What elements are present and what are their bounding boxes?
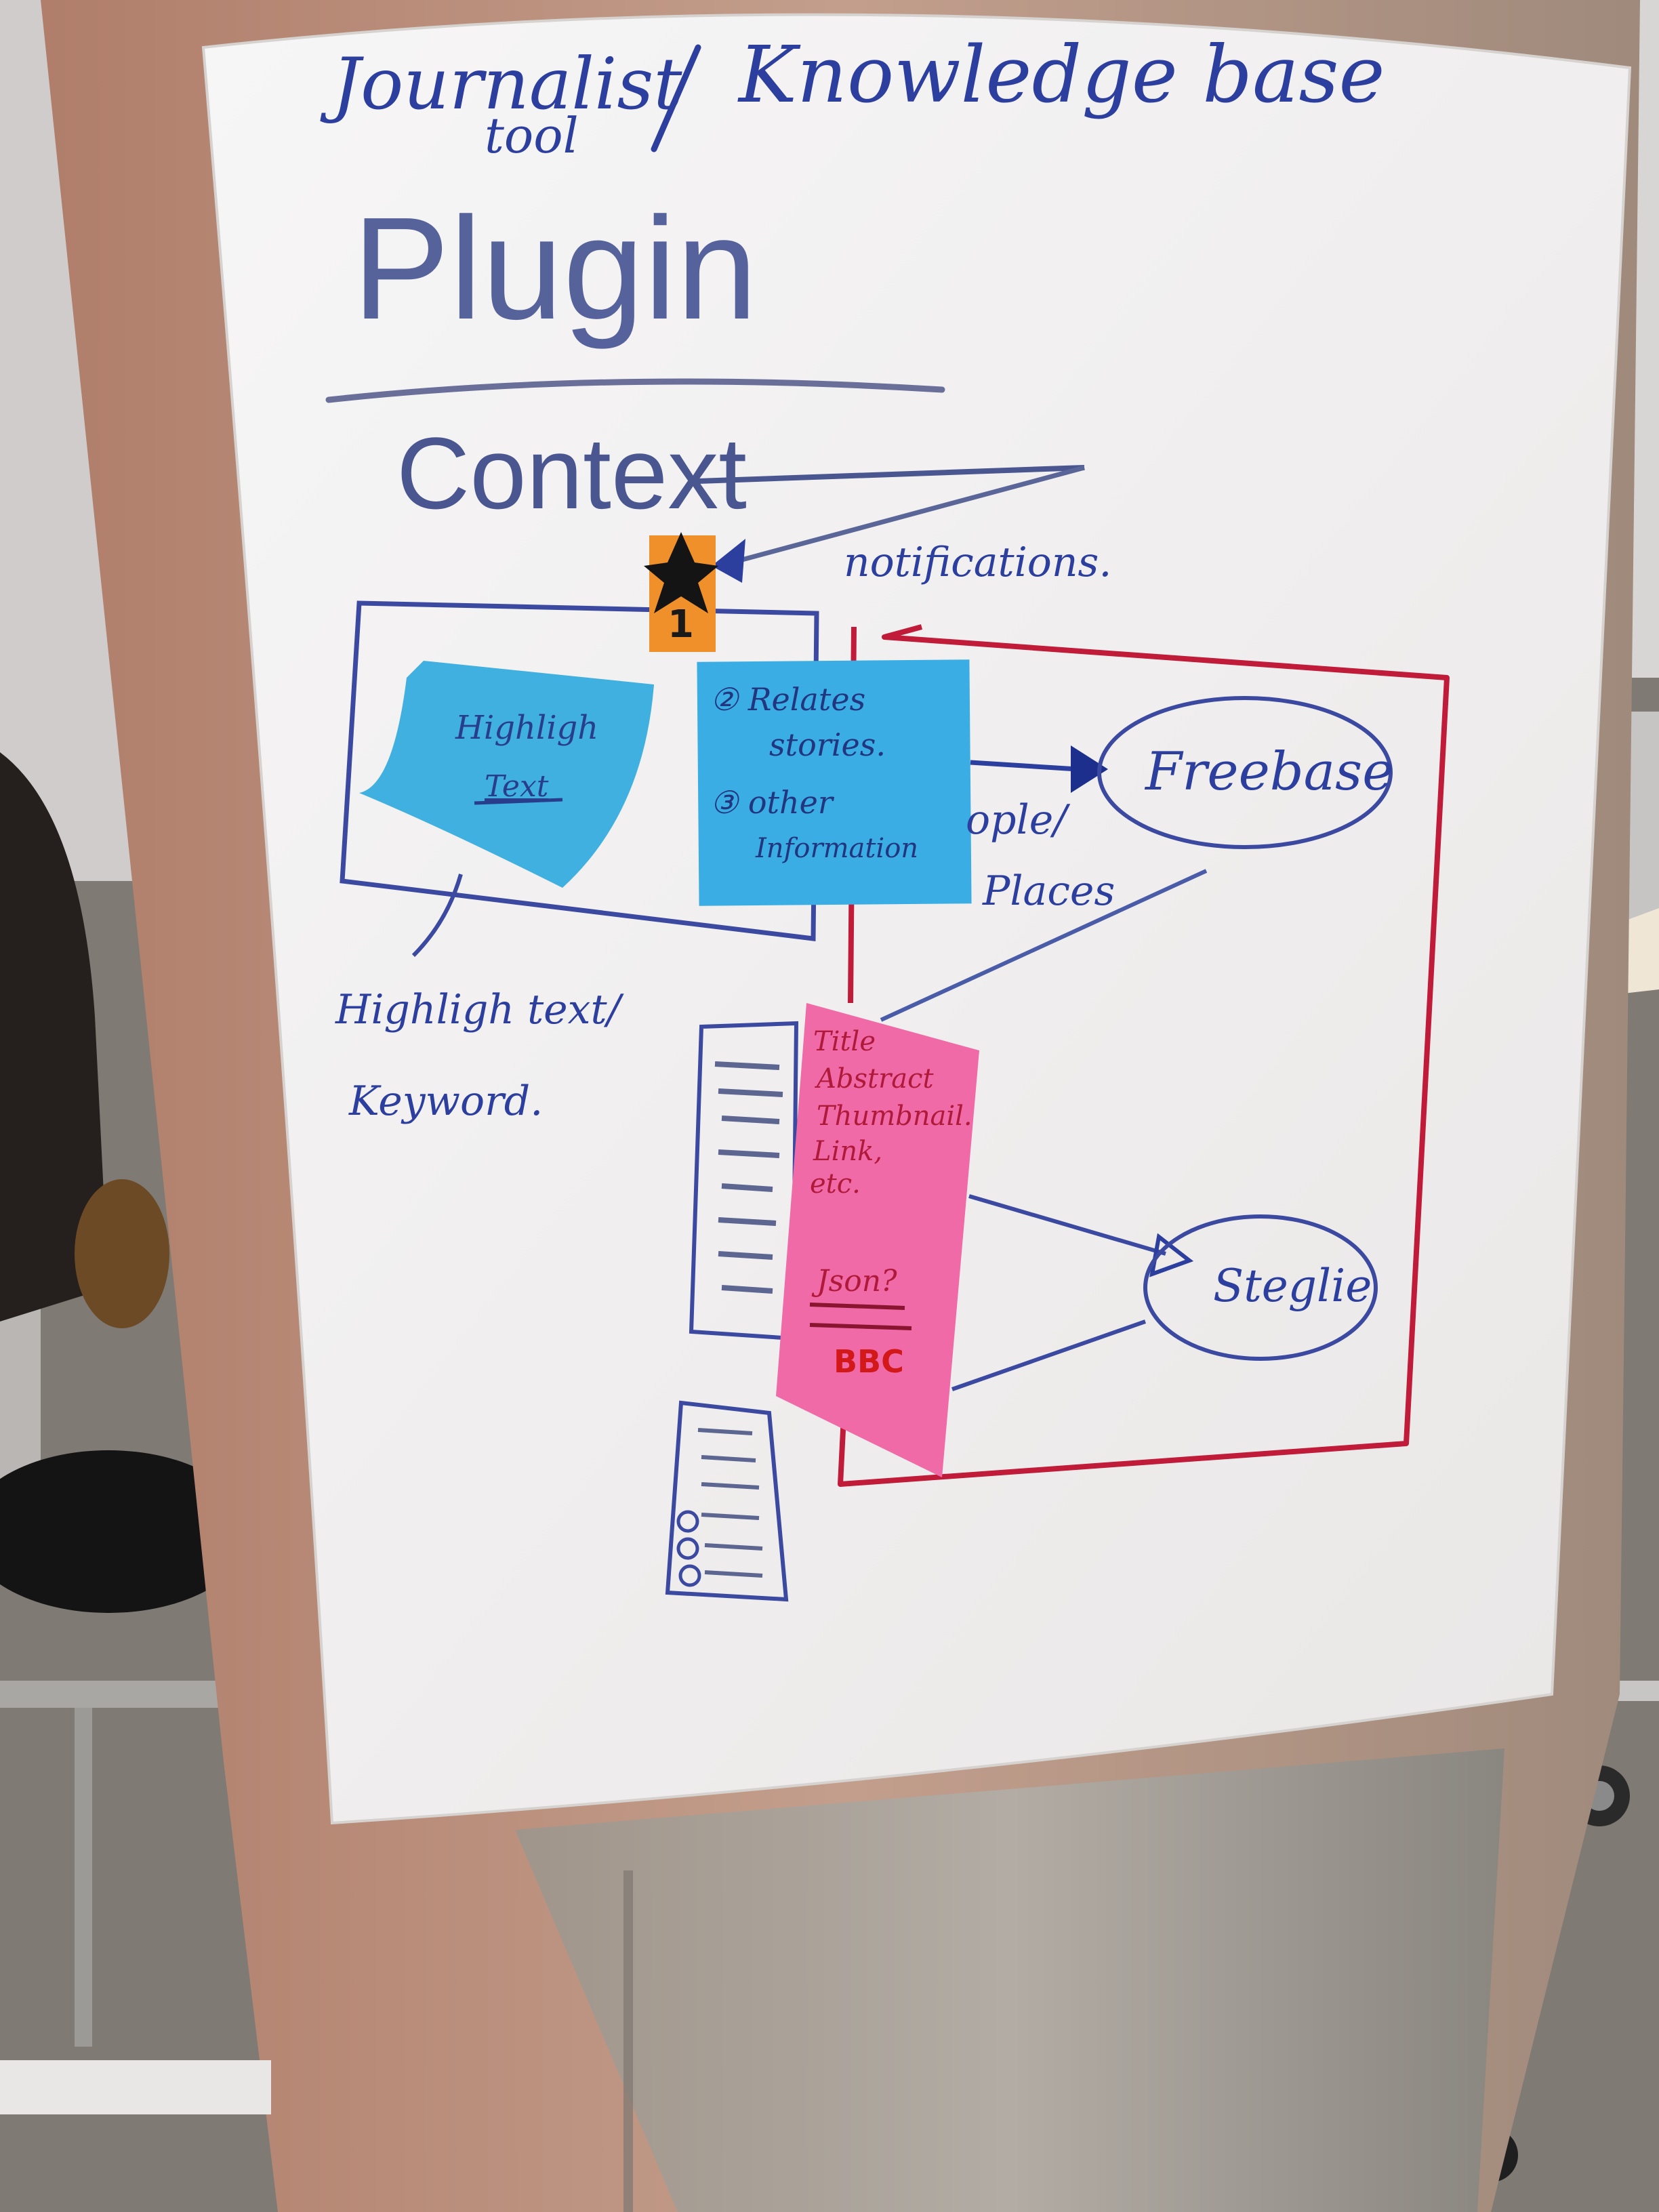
mobile-page-icons xyxy=(676,1510,701,1587)
blue-right-line4: Information xyxy=(755,833,918,864)
steglie-return-line xyxy=(951,1319,1146,1391)
freebase-bubble xyxy=(1097,696,1393,849)
subtitle: Plugin xyxy=(352,186,758,350)
people-places-line2: Places xyxy=(982,867,1115,915)
heading-left-line2: tool xyxy=(485,107,579,164)
article-text-lines xyxy=(714,1061,783,1294)
pink-sticky-note xyxy=(776,1003,979,1477)
arrow-to-steglie xyxy=(968,1194,1166,1256)
steglie-label: Steglie xyxy=(1213,1260,1372,1312)
context-strike-line xyxy=(697,465,1085,484)
notifications-label: notifications. xyxy=(844,539,1111,586)
highlight-caption-line2: Keyword. xyxy=(348,1078,543,1125)
blue-sticky-note-right xyxy=(697,659,972,906)
pink-line4: Link, xyxy=(813,1136,882,1167)
freebase-arrowhead xyxy=(1071,745,1108,793)
pink-underlines xyxy=(809,1303,912,1330)
heading-right: Knowledge base xyxy=(737,30,1385,121)
highlight-pointer xyxy=(411,874,463,958)
context-word: Context xyxy=(396,416,747,530)
heading-slash xyxy=(651,44,701,152)
highlight-caption-line1: Highligh text/ xyxy=(335,986,625,1033)
floor-tape xyxy=(0,2060,271,2114)
person-silhouette xyxy=(0,752,108,1322)
mobile-page-lines xyxy=(697,1428,763,1578)
pink-line5: etc. xyxy=(810,1168,861,1200)
pillar-concrete-base xyxy=(515,1748,1504,2212)
orange-note-label: 1 xyxy=(668,602,694,647)
steglie-bubble xyxy=(1143,1214,1378,1361)
pink-line1: Title xyxy=(813,1026,876,1057)
blue-right-line1: ② Relates xyxy=(710,681,865,718)
pink-line6: Json? xyxy=(811,1264,897,1298)
arrow-to-freebase xyxy=(970,760,1078,772)
star-icon xyxy=(644,532,718,613)
pillar-seam xyxy=(623,1870,633,2212)
divider-line xyxy=(325,378,945,403)
pink-line2: Abstract xyxy=(814,1063,934,1094)
pink-line7: BBC xyxy=(834,1343,904,1380)
people-places-line1: ople/ xyxy=(966,796,1071,844)
pink-line3: Thumbnail. xyxy=(817,1101,972,1132)
blue-sticky-note-left xyxy=(359,661,654,888)
notification-arrow-line xyxy=(731,465,1085,565)
blue-right-line3: ③ other xyxy=(710,784,835,821)
freebase-connector xyxy=(880,869,1208,1022)
mobile-page-sketch xyxy=(665,1400,789,1602)
blue-right-line2: stories. xyxy=(769,726,886,763)
blue-left-line2: Text xyxy=(485,769,549,804)
flipchart-paper xyxy=(201,13,1632,1825)
heading-left-line1: Journalist xyxy=(320,43,682,125)
notification-arrowhead xyxy=(712,539,745,583)
bag xyxy=(75,1179,169,1328)
blue-left-line1: Highligh xyxy=(455,709,598,747)
blue-left-underline xyxy=(474,798,563,805)
freebase-label: Freebase xyxy=(1144,741,1393,802)
